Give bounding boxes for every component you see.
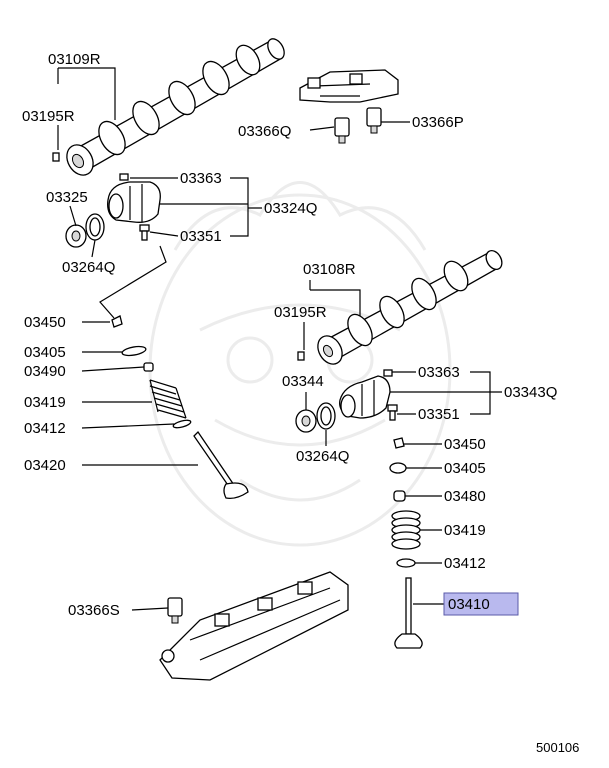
label-bolt-left[interactable]: 03351 [180,228,222,245]
label-pin-right[interactable]: 03195R [274,304,327,321]
label-gasket-left[interactable]: 03264Q [62,259,115,276]
label-keeper-left[interactable]: 03405 [24,344,66,361]
lash-adjuster-holder-bottom[interactable] [159,571,349,681]
label-seal-right[interactable]: 03480 [444,488,486,505]
valve-right[interactable] [394,577,423,649]
bolt-left[interactable] [139,224,150,241]
label-seal-left[interactable]: 03490 [24,363,66,380]
label-cam-left[interactable]: 03109R [48,51,101,68]
valve-key-right[interactable] [393,437,405,449]
label-adjuster-p[interactable]: 03366P [412,114,464,131]
camshaft-right[interactable] [313,248,505,369]
label-sprocket-right[interactable]: 03344 [282,373,324,390]
labels: 03109R 03195R 03366Q 03366P 03363 03324Q… [22,51,579,755]
sprocket-left[interactable] [65,224,87,248]
spring-seat-right[interactable] [396,558,416,568]
valve-key-left[interactable] [111,315,123,328]
valve-keeper-left[interactable] [121,345,147,357]
cam-actuator-left[interactable] [107,173,161,223]
pin-left[interactable] [52,152,60,162]
label-actuator-right[interactable]: 03343Q [504,384,557,401]
bolt-top-left[interactable] [119,173,129,181]
lash-adjuster-holder-top[interactable] [299,69,399,103]
label-cam-right[interactable]: 03108R [303,261,356,278]
label-bolt-right[interactable]: 03351 [418,406,460,423]
label-key-right[interactable]: 03450 [444,436,486,453]
valve-keeper-right[interactable] [389,462,407,474]
label-actuator-left[interactable]: 03324Q [264,200,317,217]
camshaft-left[interactable] [62,36,288,180]
highlight-valve-right[interactable] [443,592,519,616]
label-key-left[interactable]: 03450 [24,314,66,331]
label-keeper-right[interactable]: 03405 [444,460,486,477]
valve-left[interactable] [193,430,249,500]
valve-seal-right[interactable] [393,490,406,502]
valve-spring-right[interactable] [391,510,421,550]
label-valve-left[interactable]: 03420 [24,457,66,474]
label-adjuster-s[interactable]: 03366S [68,602,120,619]
label-bolt-top[interactable]: 03363 [180,170,222,187]
label-pin-left[interactable]: 03195R [22,108,75,125]
label-spring-right[interactable]: 03419 [444,522,486,539]
diagram-code: 500106 [536,740,579,755]
lash-adjuster-q[interactable] [334,117,350,144]
bolt-top-right[interactable] [383,369,393,377]
label-seat-right[interactable]: 03412 [444,555,486,572]
lash-adjuster-p[interactable] [366,107,382,134]
spring-seat-left[interactable] [172,419,192,429]
valve-spring-left[interactable] [149,379,187,419]
label-bolt-right-top[interactable]: 03363 [418,364,460,381]
label-spring-left[interactable]: 03419 [24,394,66,411]
sprocket-right[interactable] [295,409,317,433]
bolt-right[interactable] [387,404,398,421]
cam-actuator-right[interactable] [339,369,393,419]
lash-adjuster-s[interactable] [167,597,183,624]
label-adjuster-q[interactable]: 03366Q [238,123,291,140]
gasket-left[interactable] [85,213,105,241]
label-sprocket-left[interactable]: 03325 [46,189,88,206]
leader-lines [57,67,502,611]
gasket-right[interactable] [316,402,336,430]
label-seat-left[interactable]: 03412 [24,420,66,437]
label-valve-right[interactable]: 03410 [448,596,490,613]
valve-seal-left[interactable] [143,362,154,372]
pin-right[interactable] [297,351,305,361]
label-gasket-right[interactable]: 03264Q [296,448,349,465]
